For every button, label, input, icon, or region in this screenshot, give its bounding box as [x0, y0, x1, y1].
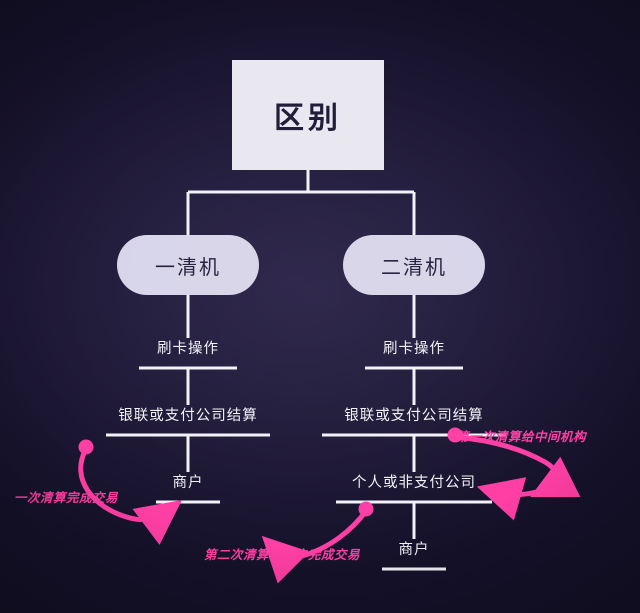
annotation-second-settlement: 第二次清算给商户完成交易: [204, 547, 361, 562]
label-right-step-3: 个人或非支付公司: [352, 475, 476, 491]
arrow-left-settlement: [78, 446, 183, 545]
node-root-title: 区别: [232, 60, 384, 170]
label-left-step-2: 银联或支付公司结算: [118, 408, 258, 424]
node-branch-left: 一清机: [117, 235, 259, 295]
dot-left-settlement: [78, 439, 94, 455]
arrow-right-first-settlement: [452, 434, 581, 497]
arrow-second-settlement: [261, 508, 369, 584]
annotation-one-settlement: 一次清算完成交易: [14, 490, 119, 505]
label-left-step-1: 刷卡操作: [157, 341, 219, 357]
dot-right-first-settlement: [447, 427, 463, 443]
label-right-step-1: 刷卡操作: [383, 341, 445, 357]
annotation-first-settlement: 第一次清算给中间机构: [456, 429, 587, 444]
node-branch-right: 二清机: [343, 235, 485, 295]
arrow-right-into-individual: [476, 477, 551, 521]
label-right-step-2: 银联或支付公司结算: [344, 408, 484, 424]
label-left-step-3: 商户: [172, 475, 204, 491]
dot-second-settlement: [358, 501, 374, 517]
label-right-step-4: 商户: [398, 542, 430, 558]
